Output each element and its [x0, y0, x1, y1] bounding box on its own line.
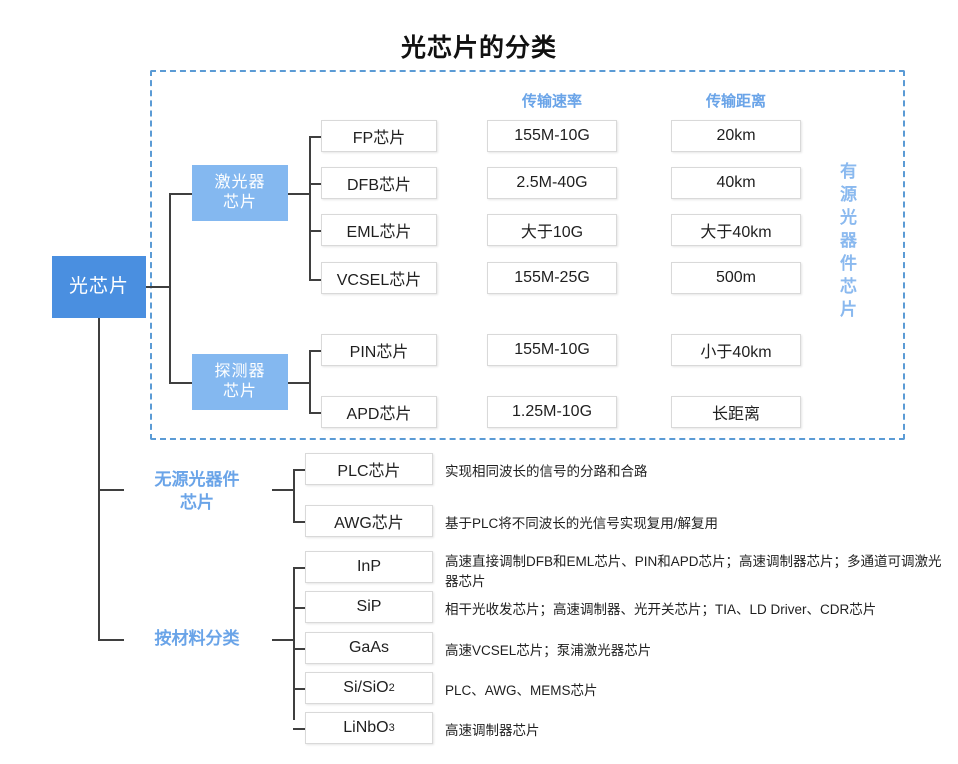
category-node-laser-chip[interactable]: 激光器 芯片: [192, 165, 288, 221]
branch-node-by-material[interactable]: 按材料分类: [130, 628, 264, 651]
connector-laser-out: [288, 193, 310, 195]
category-detector-label-line2: 芯片: [222, 383, 257, 400]
chip-box-inp-label: InP: [356, 558, 381, 575]
connector-laser-eml: [309, 230, 321, 232]
connector-material-gaas: [293, 648, 305, 650]
chip-box-apd[interactable]: APD芯片: [321, 396, 437, 428]
connector-passive-awg: [293, 521, 305, 523]
chip-box-inp[interactable]: InP: [305, 551, 433, 583]
category-node-detector-chip[interactable]: 探测器 芯片: [192, 354, 288, 410]
connector-to-passive: [98, 489, 124, 491]
chip-box-dfb[interactable]: DFB芯片: [321, 167, 437, 199]
connector-active-trunk: [169, 193, 171, 383]
root-node-label: 光芯片: [68, 275, 129, 297]
chip-box-si-sio2-label: Si/SiO: [343, 679, 389, 696]
chip-box-plc[interactable]: PLC芯片: [305, 453, 433, 485]
connector-laser-fp: [309, 136, 321, 138]
connector-material-sip: [293, 607, 305, 609]
connector-laser-spine: [309, 136, 311, 281]
connector-material-out: [272, 639, 294, 641]
desc-plc: 实现相同波长的信号的分路和合路: [445, 464, 648, 479]
speed-box-vcsel: 155M-25G: [487, 262, 617, 294]
active-optical-vertical-label: 有源光器件芯片: [837, 162, 856, 323]
passive-label-line1: 无源光器件: [154, 470, 240, 489]
distance-box-vcsel: 500m: [671, 262, 801, 294]
category-detector-label-line1: 探测器: [214, 363, 266, 380]
branch-node-passive-optical[interactable]: 无源光器件 芯片: [130, 469, 264, 515]
chip-box-gaas-label: GaAs: [348, 639, 389, 656]
desc-inp: 高速直接调制DFB和EML芯片、PIN和APD芯片；高速调制器芯片；多通道可调激…: [445, 554, 942, 589]
chip-box-linbo3-label: LiNbO: [343, 719, 389, 736]
page-title: 光芯片的分类: [400, 34, 557, 62]
speed-box-pin: 155M-10G: [487, 334, 617, 366]
distance-box-eml: 大于40km: [671, 214, 801, 246]
connector-material-linbo3: [293, 728, 305, 730]
chip-box-awg[interactable]: AWG芯片: [305, 505, 433, 537]
distance-box-apd: 长距离: [671, 396, 801, 428]
category-laser-label-line2: 芯片: [222, 194, 257, 211]
speed-box-apd: 1.25M-10G: [487, 396, 617, 428]
column-header-distance: 传输距离: [705, 93, 766, 110]
speed-box-eml: 大于10G: [487, 214, 617, 246]
connector-root-trunk-down: [98, 318, 100, 640]
connector-detector-out: [288, 382, 310, 384]
desc-si-sio2: PLC、AWG、MEMS芯片: [445, 683, 598, 698]
connector-root-right: [146, 286, 170, 288]
speed-box-dfb: 2.5M-40G: [487, 167, 617, 199]
connector-laser-vcsel: [309, 279, 321, 281]
chip-box-linbo3-subscript: 3: [388, 722, 395, 734]
material-label: 按材料分类: [154, 629, 240, 648]
connector-detector-apd: [309, 412, 321, 414]
connector-material-inp: [293, 567, 305, 569]
chip-box-gaas[interactable]: GaAs: [305, 632, 433, 664]
connector-to-laser: [169, 193, 193, 195]
connector-detector-spine: [309, 350, 311, 414]
speed-box-fp: 155M-10G: [487, 120, 617, 152]
connector-passive-spine: [293, 469, 295, 521]
root-node-optical-chip[interactable]: 光芯片: [52, 256, 146, 318]
distance-box-pin: 小于40km: [671, 334, 801, 366]
category-laser-label-line1: 激光器: [214, 174, 266, 191]
connector-passive-out: [272, 489, 294, 491]
active-optical-region-border: [150, 70, 905, 440]
desc-awg: 基于PLC将不同波长的光信号实现复用/解复用: [445, 516, 719, 531]
connector-to-detector: [169, 382, 193, 384]
chip-box-sip-label: SiP: [356, 598, 382, 615]
chip-box-eml[interactable]: EML芯片: [321, 214, 437, 246]
chip-box-sip[interactable]: SiP: [305, 591, 433, 623]
chip-box-vcsel[interactable]: VCSEL芯片: [321, 262, 437, 294]
connector-detector-pin: [309, 350, 321, 352]
connector-laser-dfb: [309, 183, 321, 185]
distance-box-dfb: 40km: [671, 167, 801, 199]
desc-sip: 相干光收发芯片；高速调制器、光开关芯片；TIA、LD Driver、CDR芯片: [445, 602, 877, 617]
passive-label-line2: 芯片: [180, 492, 214, 512]
desc-linbo3: 高速调制器芯片: [445, 723, 540, 738]
chip-box-pin[interactable]: PIN芯片: [321, 334, 437, 366]
chip-box-fp[interactable]: FP芯片: [321, 120, 437, 152]
column-header-speed: 传输速率: [521, 93, 582, 110]
connector-to-material: [98, 639, 124, 641]
chip-box-si-sio2-subscript: 2: [388, 682, 395, 694]
connector-material-spine: [293, 567, 295, 720]
desc-gaas: 高速VCSEL芯片；泵浦激光器芯片: [445, 643, 652, 658]
distance-box-fp: 20km: [671, 120, 801, 152]
connector-material-sisio2: [293, 688, 305, 690]
connector-passive-plc: [293, 469, 305, 471]
